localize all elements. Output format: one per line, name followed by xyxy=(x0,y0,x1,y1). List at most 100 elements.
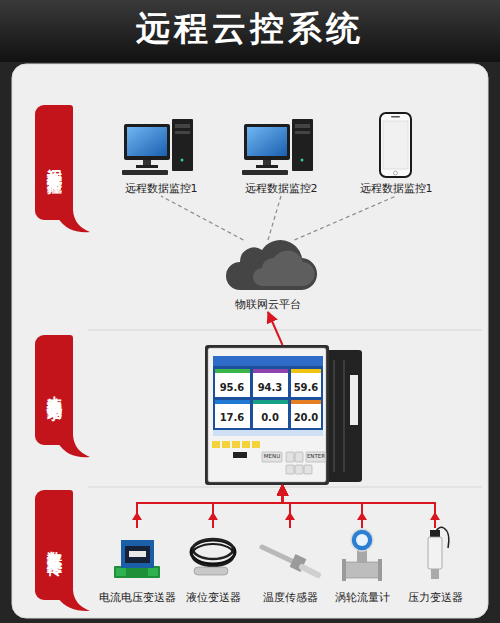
signal-arrow xyxy=(213,485,283,528)
section-tag: 数据采集上传 xyxy=(35,490,73,600)
device-node: 电流电压变送器 xyxy=(88,528,186,605)
device-caption: 远程数据监控1 xyxy=(125,182,198,196)
cloud-icon xyxy=(226,240,317,290)
paperless-recorder xyxy=(205,345,362,485)
arrow-key xyxy=(286,465,294,474)
housing-ridge xyxy=(343,360,345,472)
connectors xyxy=(137,196,435,528)
signal-arrow xyxy=(268,312,283,345)
device-caption: 远程数据监控1 xyxy=(360,182,433,196)
cloud-highlight xyxy=(253,250,315,286)
screen-title-bar xyxy=(213,356,323,366)
connector xyxy=(430,530,440,537)
pipe xyxy=(344,562,380,578)
arrow-key xyxy=(304,465,312,474)
screen-value: 0.0 xyxy=(261,413,279,423)
arrow-key xyxy=(295,452,303,462)
cable-coil xyxy=(193,539,233,559)
dashed-link xyxy=(268,196,281,240)
bus-arrow-heads xyxy=(132,512,440,520)
phone-body xyxy=(380,113,411,177)
dashed-link xyxy=(294,196,396,240)
housing-ridge xyxy=(333,360,335,472)
sensor-body xyxy=(428,537,442,569)
pressure-transmitter xyxy=(428,527,449,579)
device-node: 远程数据监控1 xyxy=(353,110,439,196)
transmitter-body xyxy=(121,540,154,568)
arrow-head xyxy=(132,512,142,520)
flange xyxy=(342,559,346,581)
dashed-link xyxy=(161,196,243,240)
device-caption: 物联网云平台 xyxy=(235,298,301,312)
signal-arrow xyxy=(283,485,436,528)
phone-screen xyxy=(383,121,408,169)
device-caption: 远程数据监控2 xyxy=(245,182,318,196)
screen-value: 95.6 xyxy=(220,383,245,393)
temperature-sensor xyxy=(262,547,318,575)
soft-key xyxy=(222,441,230,448)
arrow-head xyxy=(208,512,218,520)
arrow-head xyxy=(430,512,440,520)
device-node: 物联网云平台 xyxy=(224,240,312,312)
device-node: 液位变送器 xyxy=(184,528,242,605)
device-node: 远程数据监控2 xyxy=(233,118,329,196)
device-caption: 涡轮流量计 xyxy=(335,591,390,605)
panel xyxy=(12,64,488,618)
divider xyxy=(88,487,482,488)
cell-strip xyxy=(253,400,288,404)
cell-strip xyxy=(291,369,321,373)
cable-coil xyxy=(192,544,234,566)
terminal-block xyxy=(148,568,158,576)
soft-key xyxy=(232,441,240,448)
fitting xyxy=(431,569,439,579)
recorder-bezel xyxy=(208,348,326,482)
smartphone xyxy=(380,113,411,177)
turbine-flowmeter xyxy=(342,529,382,581)
level-transmitter xyxy=(191,539,235,575)
screen-status-bar xyxy=(213,430,323,436)
section-label: 本地数据记录 xyxy=(47,384,62,396)
menu-key xyxy=(262,452,282,462)
recorder-screen xyxy=(213,356,323,436)
desktop-computer xyxy=(242,119,313,175)
screen-cell xyxy=(215,369,250,397)
arrow-key xyxy=(286,452,294,462)
device-node: 压力变送器 xyxy=(399,528,471,605)
device-node: 涡轮流量计 xyxy=(330,528,394,605)
signal-arrow xyxy=(283,485,363,528)
arrow-head xyxy=(357,512,367,520)
enter-key xyxy=(306,452,326,462)
screen-cell xyxy=(291,369,321,397)
cell-strip xyxy=(215,400,250,404)
probe-tail xyxy=(302,567,318,575)
device-caption: 电流电压变送器 xyxy=(99,591,176,605)
meter-head xyxy=(351,529,373,551)
transmitter-label xyxy=(129,551,146,557)
device-caption: 温度传感器 xyxy=(263,591,318,605)
device-node: 温度传感器 xyxy=(254,528,326,605)
section-label: 数据采集上传 xyxy=(47,539,62,551)
soft-key xyxy=(242,441,250,448)
cell-strip xyxy=(291,400,321,404)
recorder-device: 95.694.359.617.60.020.0MENUENTER xyxy=(205,345,360,485)
screen-value: 20.0 xyxy=(294,413,319,423)
probe-body xyxy=(194,567,228,575)
brand-plate xyxy=(233,452,247,458)
screen-value: 94.3 xyxy=(258,383,283,393)
cell-strip xyxy=(253,369,288,373)
meter-dial xyxy=(356,534,368,546)
screen-value: 17.6 xyxy=(220,413,245,423)
soft-key xyxy=(212,441,220,448)
device-caption: 液位变送器 xyxy=(186,591,241,605)
screen-cell xyxy=(291,400,321,428)
flange xyxy=(378,559,382,581)
page-title: 远程云控系统 xyxy=(0,0,500,58)
recorder-bezel-outer xyxy=(205,345,329,485)
section-tag: 远程数据监控 xyxy=(35,105,73,220)
section-tag: 本地数据记录 xyxy=(35,335,73,445)
cloud-shape xyxy=(226,240,317,290)
arrow-key xyxy=(295,465,303,474)
